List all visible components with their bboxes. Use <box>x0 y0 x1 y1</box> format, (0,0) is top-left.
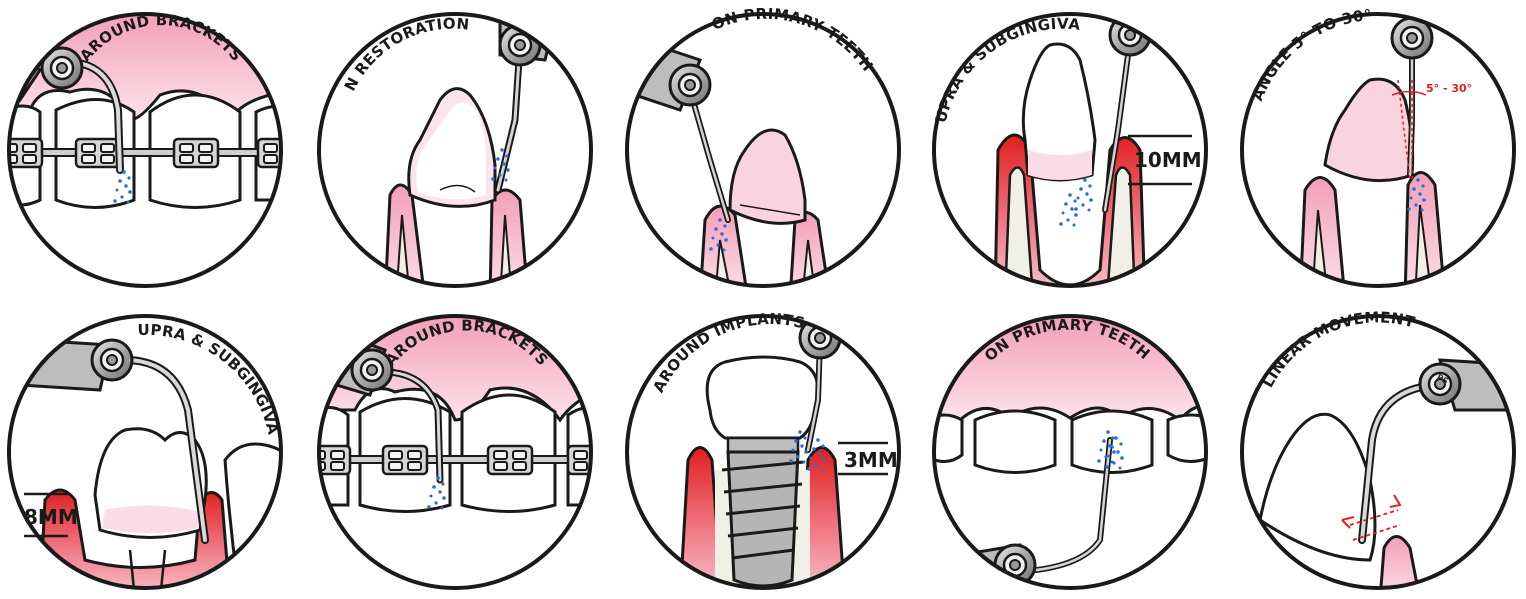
implant-abutment <box>728 438 798 452</box>
bracket <box>383 446 427 474</box>
bracket <box>76 139 120 167</box>
archwire <box>310 456 610 463</box>
handpiece-icon <box>995 545 1035 585</box>
primary-tooth <box>925 415 962 462</box>
angle-label: 5° - 30° <box>1426 82 1472 95</box>
measurement-label: 8MM <box>24 505 78 529</box>
handpiece-icon <box>1420 364 1460 404</box>
primary-tooth <box>975 411 1055 473</box>
panel-on-primary-teeth-1: ON PRIMARY TEETH <box>620 0 920 300</box>
panel-angle: 5° - 30° ANGLE 5° TO 30° <box>1240 0 1526 300</box>
panel-around-brackets-2: AROUND BRACKETS <box>306 300 612 599</box>
measurement-label: 3MM <box>844 448 898 472</box>
handpiece-icon <box>670 65 710 105</box>
panel-linear-movement: PS LINEAR MOVEMENT <box>1240 300 1526 599</box>
panel-around-brackets-1: AROUND BRACKETS <box>0 0 302 300</box>
implant-screw <box>728 452 798 586</box>
bracket <box>174 139 218 167</box>
bracket <box>306 446 350 474</box>
panel-around-implants: 3MM AROUND IMPLANTS <box>620 300 920 599</box>
measurement-label: 10MM <box>1134 148 1202 172</box>
bracket <box>0 139 42 167</box>
implant-crown <box>707 357 818 438</box>
panel-on-primary-teeth-2: ON PRIMARY TEETH <box>925 300 1230 599</box>
archwire <box>0 149 300 156</box>
bracket <box>488 446 532 474</box>
handpiece-icon <box>92 340 132 380</box>
